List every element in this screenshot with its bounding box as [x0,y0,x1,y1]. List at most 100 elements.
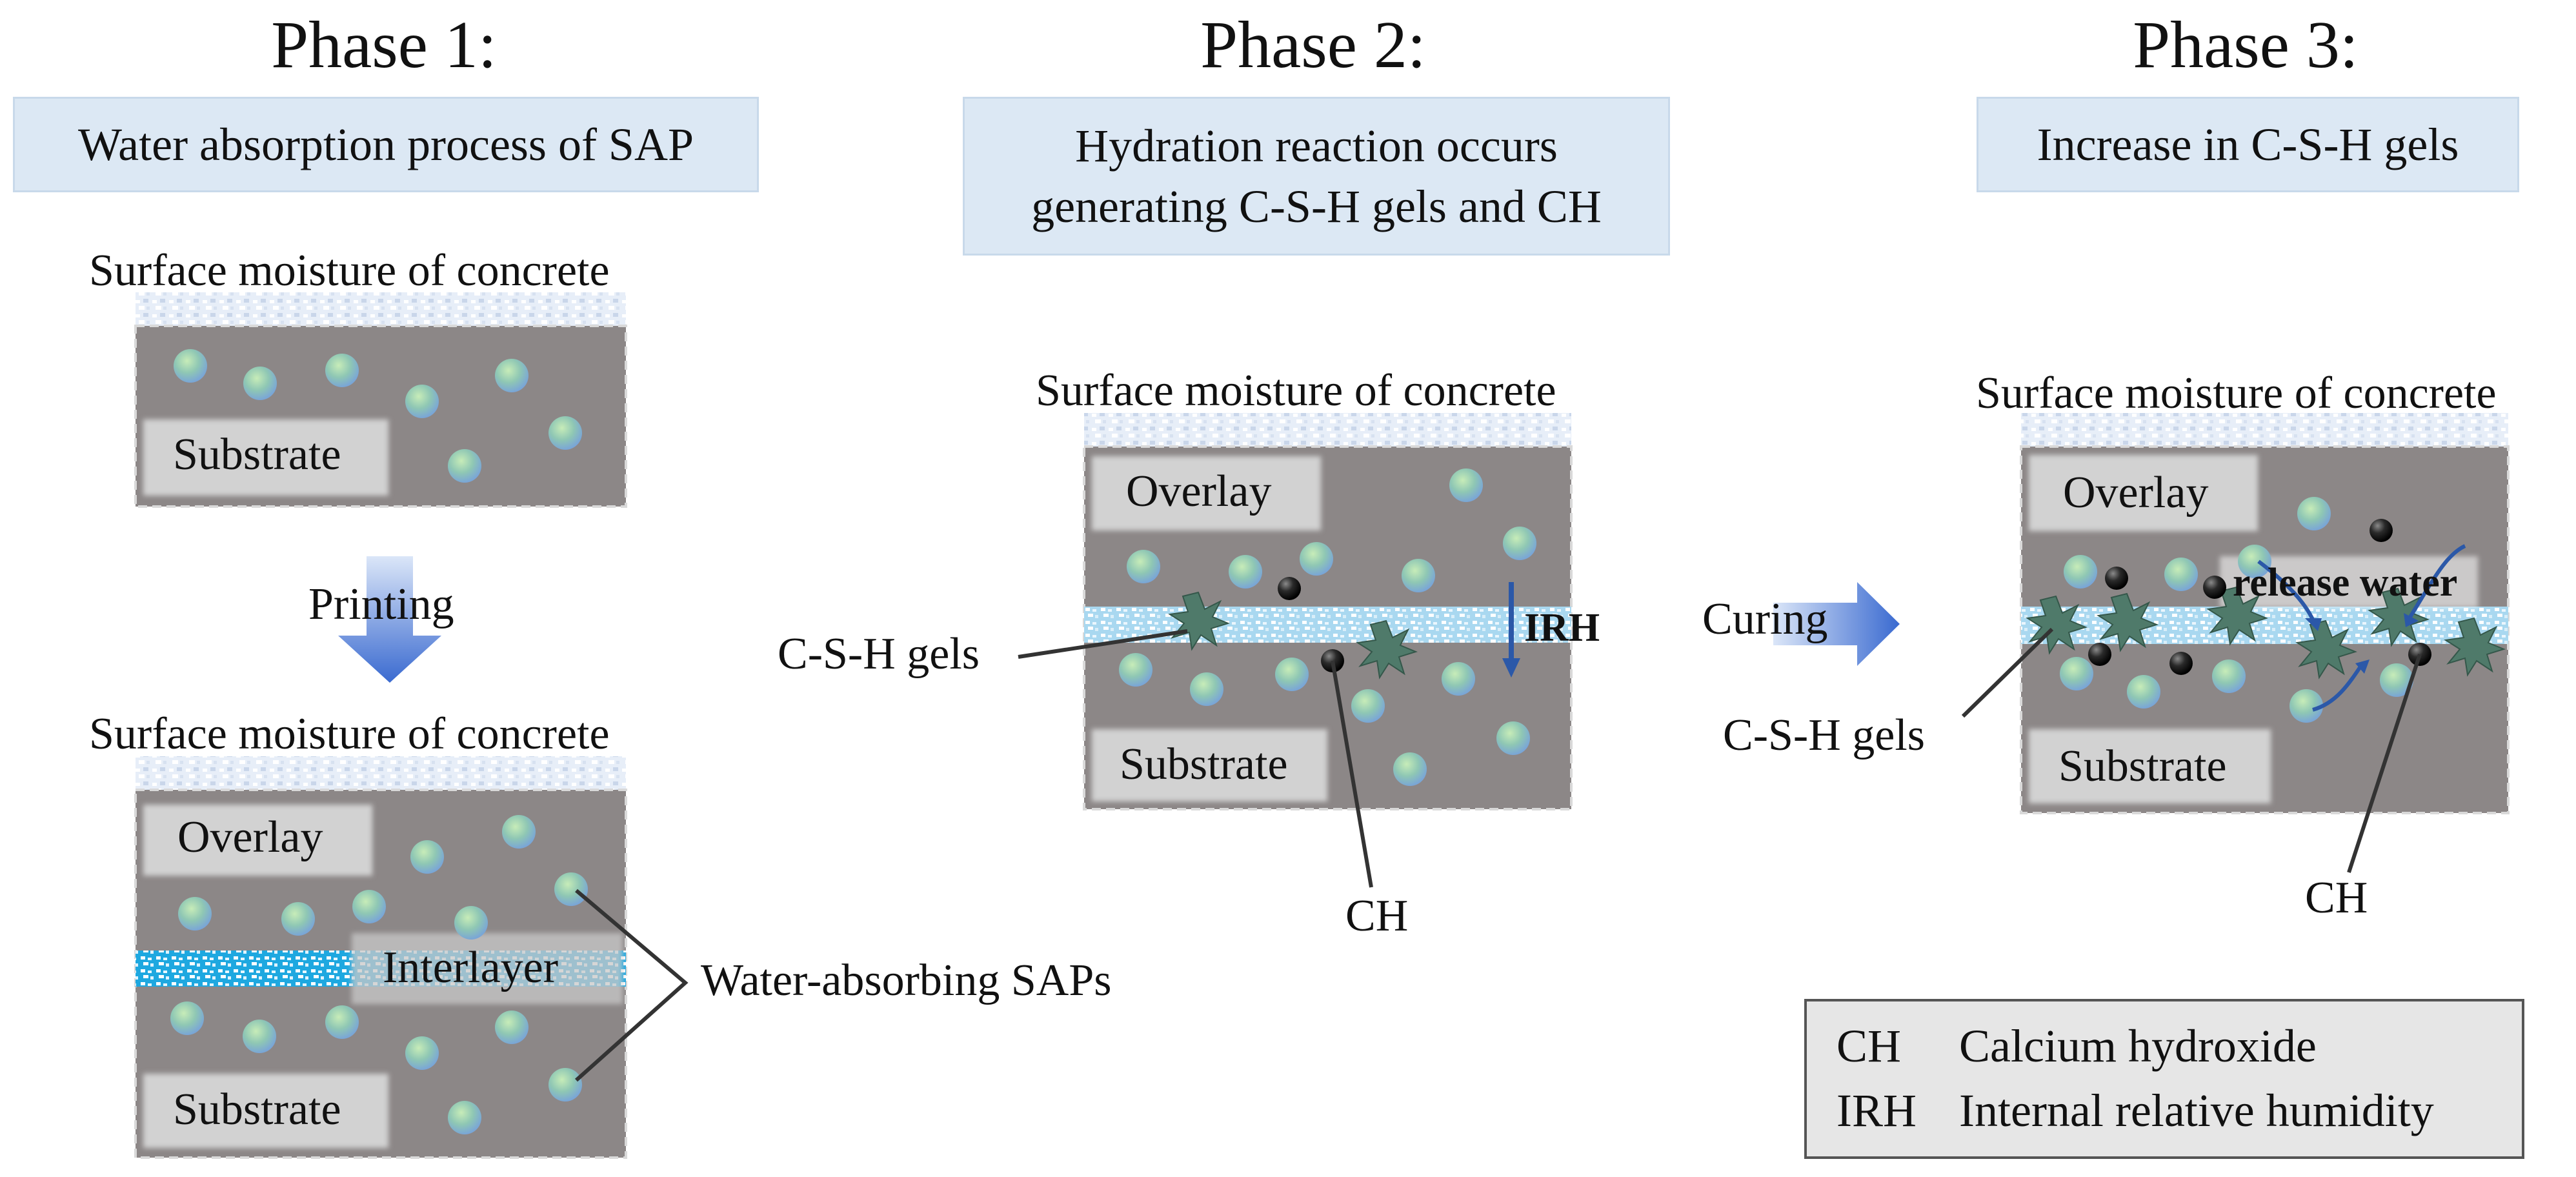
phase-3-overlay-label: Overlay [2063,468,2209,518]
curing-arrow [1773,582,1900,666]
legend-meaning: Calcium hydroxide [1959,1020,2317,1072]
legend-abbr: IRH [1836,1085,1917,1136]
irh-label: IRH [1524,606,1600,650]
curing-label: Curing [1702,594,1828,644]
sap-particle [352,890,386,923]
phase-2-block [1083,413,1573,810]
substrate-patch [1092,729,1327,801]
legend-meaning: Internal relative humidity [1959,1085,2434,1136]
phase-2-caption-box: Hydration reaction occurs generating C-S… [963,97,1670,256]
phase-3-surface-moisture-label: Surface moisture of concrete [1976,368,2497,418]
csh-leader-line [1961,627,2054,718]
moisture-layer [1084,413,1571,447]
sap-particle [405,385,439,418]
sap-particle [2064,555,2097,588]
phase-2-substrate-label: Substrate [1120,739,1288,789]
overlay-patch [1092,456,1321,530]
substrate-patch [143,419,388,496]
legend-box: CH Calcium hydroxide IRH Internal relative… [1804,999,2524,1159]
sap-particle [2060,657,2093,690]
interlayer-band [1084,607,1571,643]
sap-particle [2238,545,2271,578]
phase-2-csh-gels-label: C-S-H gels [778,629,980,679]
phase-3-substrate-label: Substrate [2058,741,2227,791]
legend-row-ch: CH Calcium hydroxide [1836,1020,2317,1073]
water-release-arrow [2408,544,2466,618]
phase-2-surface-moisture-label: Surface moisture of concrete [1036,366,1556,416]
sap-particle [448,449,481,483]
phase-1-top-block [134,292,627,508]
water-release-arrow [2312,663,2364,712]
phase-2-caption-line2: generating C-S-H gels and CH [1031,181,1602,232]
phase-3-ch-label: CH [2305,873,2368,923]
water-release-arrowhead [2355,659,2370,674]
sap-particle [1119,653,1152,687]
phase-1-caption: Water absorption process of SAP [77,119,694,170]
sap-particle [1402,559,1435,592]
sap-particle [2380,663,2413,697]
phase-2-overlay-label: Overlay [1126,467,1272,516]
phase-2-ch-label: CH [1345,891,1409,941]
csh-leader-line [1018,629,1188,659]
phase-3-title: Phase 3: [2133,8,2359,82]
irh-arrow-head [1502,658,1520,678]
phase-1b-overlay-label: Overlay [177,812,323,862]
ch-particle [2370,519,2393,542]
interlayer-label: Interlayer [383,943,559,992]
sap-particle [243,1020,276,1053]
sap-particle [174,349,207,383]
ch-particle [1278,577,1301,600]
sap-particle [1190,672,1223,706]
sap-particle [410,840,444,874]
sap-particle [243,367,277,400]
sap-particle [448,1101,481,1134]
ch-leader-line [1331,660,1373,888]
phase-3-block [2020,413,2510,814]
ch-particle [2203,576,2226,599]
interlayer-label-patch [352,933,623,1004]
moisture-layer [2021,413,2508,447]
phase-3-caption-box: Increase in C-S-H gels [1977,97,2519,192]
sap-particle [170,1001,204,1035]
substrate-patch [143,1074,388,1148]
phase-1-surface-moisture-label: Surface moisture of concrete [89,246,610,296]
phase-1-bottom-block [134,756,627,1159]
sap-particle [2212,659,2246,693]
phase-3-csh-gels-label: C-S-H gels [1723,710,1926,760]
release-water-label: release water [2233,561,2458,605]
sap-particle [1496,721,1530,755]
sap-particle [1449,468,1483,502]
ch-particle [2105,567,2128,590]
sap-particle [554,872,588,906]
water-release-arrow [2257,559,2315,622]
sap-particle [1351,689,1385,723]
sap-particle [1127,550,1160,583]
phase-1b-substrate-label: Substrate [173,1085,341,1134]
legend-abbr: CH [1836,1020,1902,1072]
ch-particle [2169,652,2193,675]
sap-particle [1275,658,1309,691]
printing-arrow [338,556,441,683]
sap-particle [454,906,488,940]
sap-particle [495,1011,528,1044]
sap-particle [548,416,582,450]
sap-particle [1393,752,1427,786]
overlay-patch [143,805,372,876]
phase-1-title: Phase 1: [271,8,497,82]
sap-particle [502,815,536,849]
sap-particle [325,1005,359,1039]
phase-2-title: Phase 2: [1200,8,1426,82]
phase-1-caption-box: Water absorption process of SAP [13,97,759,192]
sap-particle [178,897,212,931]
sap-particle [548,1068,582,1102]
sap-leader-line [575,889,689,1082]
water-release-arrowhead [2404,613,2419,627]
sap-particle [2297,497,2331,530]
interlayer-band [2021,607,2508,644]
moisture-layer [136,756,626,790]
ch-particle [2088,643,2111,666]
sap-particle [1229,555,1262,588]
printing-label: Printing [308,579,454,629]
sap-particle [325,354,359,387]
